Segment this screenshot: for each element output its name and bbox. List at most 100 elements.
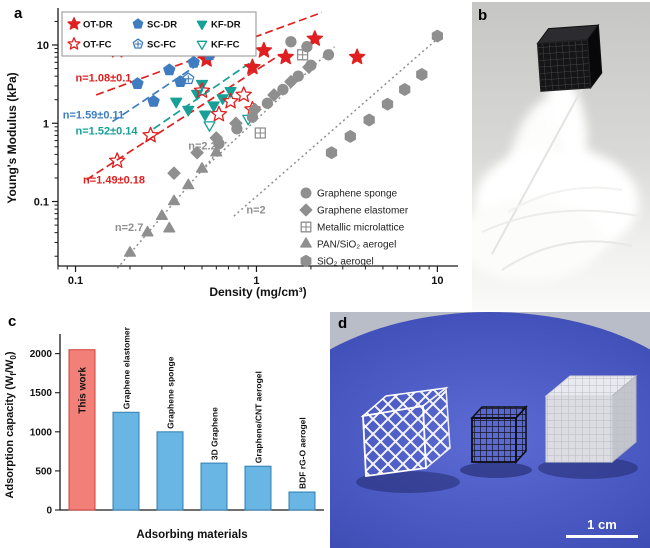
- annotation: n=1.59±0.11: [63, 110, 124, 122]
- fit-line-n-1.59: [111, 49, 220, 123]
- bar: [68, 349, 96, 511]
- point-KF-FC: [203, 121, 216, 132]
- legend-marker-Metallic microlattice: [300, 221, 312, 233]
- annotation: n=1.52±0.14: [76, 125, 139, 137]
- cube-side-lattice: [612, 376, 636, 462]
- cube-shadow: [460, 462, 532, 478]
- bar-label: Graphene sponge: [166, 356, 176, 429]
- white-octet-lattice-cube: [356, 386, 460, 493]
- legend-label: SC-DR: [147, 20, 177, 31]
- point-PAN/SiO₂ aerogel: [182, 178, 195, 190]
- annotation: n=2: [246, 205, 265, 217]
- bar-label: Graphene elastomer: [122, 326, 132, 409]
- point-SC-FC: [182, 72, 195, 85]
- legend-marker-Graphene sponge: [300, 187, 312, 199]
- point-OT-FC: [193, 82, 211, 98]
- point-OT-DR: [244, 58, 261, 75]
- annotation: n=1.08±0.1: [76, 73, 132, 85]
- legend-label: OT-DR: [83, 20, 113, 31]
- point-KF-DR: [170, 97, 183, 109]
- point-Graphene elastomer: [302, 60, 316, 74]
- point-Graphene sponge: [292, 70, 304, 82]
- x-axis-title: Adsorbing materials: [136, 529, 247, 541]
- point-PAN/SiO₂ aerogel: [163, 221, 176, 233]
- point-PAN/SiO₂ aerogel: [195, 162, 209, 173]
- scale-bar: 1 cm: [566, 517, 638, 538]
- black-lattice-cube: [460, 405, 532, 478]
- annotation: n=2.2: [188, 141, 216, 153]
- point-OT-FC: [108, 152, 126, 168]
- point-Graphene elastomer: [209, 131, 223, 145]
- y-tick-label: 1500: [30, 388, 53, 399]
- point-PAN/SiO₂ aerogel: [155, 209, 168, 220]
- point-OT-DR: [348, 48, 366, 65]
- point-OT-DR: [306, 30, 324, 46]
- cube-top-lattice: [546, 376, 636, 396]
- y-tick-label: 2000: [30, 349, 53, 360]
- point-SC-DR: [131, 77, 144, 89]
- y-axis-title: Adsorption capacity (Wf/W0): [4, 351, 18, 498]
- legend-label: Metallic microlattice: [317, 223, 405, 234]
- point-SC-DR: [147, 95, 160, 107]
- point-SiO₂ aerogel: [363, 113, 375, 127]
- point-SiO₂ aerogel: [399, 83, 411, 96]
- y-tick-label: 1: [43, 118, 49, 130]
- legend-label: KF-FC: [211, 40, 240, 51]
- bar: [200, 462, 228, 511]
- point-SiO₂ aerogel: [431, 29, 444, 43]
- y-tick-label: 1000: [30, 427, 53, 438]
- legend-box: [61, 11, 257, 57]
- bar-label: BDF rG-O aerogel: [298, 417, 308, 489]
- panel-label-a: a: [14, 5, 23, 22]
- point-PAN/SiO₂ aerogel: [123, 246, 137, 257]
- fit-line-n-1.49: [86, 54, 281, 181]
- panel-label-d: d: [338, 315, 348, 332]
- photo-cube-on-feather: [472, 2, 650, 310]
- feather: [472, 72, 639, 282]
- scale-bar-label: 1 cm: [587, 517, 617, 532]
- x-tick-label: 1: [253, 275, 259, 287]
- point-KF-DR: [199, 110, 212, 122]
- legend-marker-KF-FC: [196, 40, 208, 51]
- bar: [244, 465, 272, 511]
- x-tick-label: 10: [431, 275, 443, 287]
- cube-side-face: [515, 405, 527, 464]
- point-PAN/SiO₂ aerogel: [210, 145, 223, 157]
- point-Graphene elastomer: [284, 75, 298, 89]
- legend-label: Graphene sponge: [317, 189, 398, 200]
- bar: [156, 431, 184, 511]
- point-PAN/SiO₂ aerogel: [167, 194, 181, 206]
- point-KF-DR: [182, 105, 195, 117]
- legend-marker-KF-DR: [196, 20, 208, 31]
- y-tick-label: 500: [35, 466, 52, 477]
- legend-marker-PAN/SiO₂ aerogel: [300, 237, 312, 248]
- cube-front-face: [471, 417, 517, 463]
- bar: [288, 491, 316, 511]
- point-KF-DR: [195, 79, 209, 91]
- bar-label: 3D Graphene: [210, 407, 220, 460]
- point-KF-DR: [224, 87, 237, 98]
- point-SiO₂ aerogel: [416, 68, 428, 81]
- y-axis-title: Young's Modulus (kPa): [5, 72, 19, 203]
- point-OT-FC: [235, 86, 252, 103]
- photo-three-cubes: [330, 312, 650, 548]
- legend-marker-SiO₂ aerogel: [300, 254, 312, 268]
- bar-label: This work: [78, 367, 89, 414]
- point-Graphene sponge: [277, 83, 289, 96]
- legend-marker-OT-FC: [67, 37, 81, 50]
- point-SC-DR: [187, 56, 200, 68]
- bar-label: Graphene/CNT aerogel: [254, 371, 264, 463]
- cube-front-face: [362, 404, 427, 478]
- panel-d-photo: d: [330, 312, 650, 548]
- point-KF-DR: [207, 101, 220, 113]
- point-KF-DR: [216, 94, 229, 105]
- point-SiO₂ aerogel: [344, 129, 356, 143]
- annotation: n=2.7: [115, 222, 143, 234]
- x-axis-title: Density (mg/cm³): [209, 285, 306, 299]
- black-lattice-cube: [536, 23, 603, 92]
